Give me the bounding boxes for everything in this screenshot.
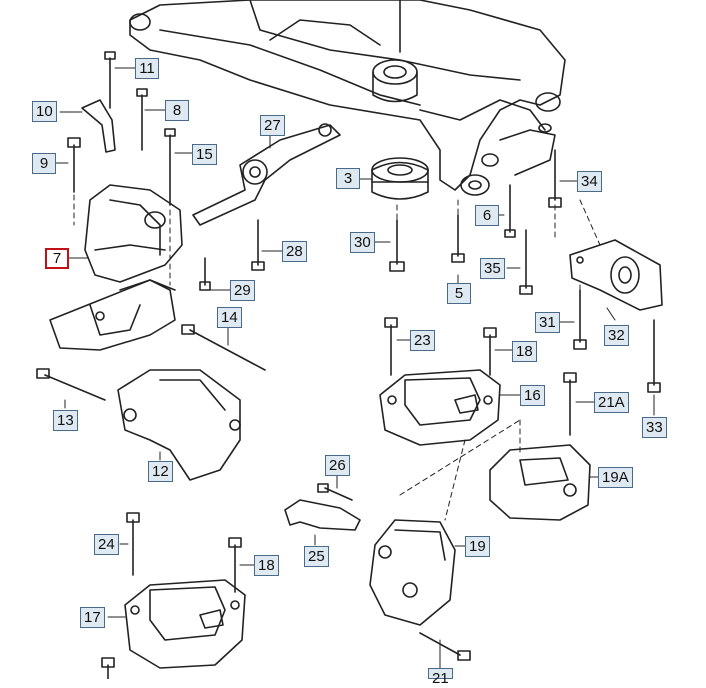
callout-23[interactable]: 23	[410, 330, 435, 351]
callout-12[interactable]: 12	[148, 461, 173, 482]
callout-5[interactable]: 5	[447, 283, 471, 304]
mount-16	[379, 369, 501, 446]
body-rail	[49, 279, 176, 351]
bracket-10	[81, 99, 116, 153]
callout-29[interactable]: 29	[230, 280, 255, 301]
callout-16[interactable]: 16	[520, 385, 545, 406]
callout-10[interactable]: 10	[32, 101, 57, 122]
callout-30[interactable]: 30	[350, 232, 375, 253]
callout-18b[interactable]: 18	[254, 555, 279, 576]
mount-7	[84, 184, 183, 283]
callout-9[interactable]: 9	[32, 153, 56, 174]
mount-32	[569, 239, 663, 311]
callout-7[interactable]: 7	[45, 248, 69, 269]
callout-3[interactable]: 3	[336, 168, 360, 189]
callout-17[interactable]: 17	[80, 607, 105, 628]
mount-17	[124, 579, 246, 669]
callout-13[interactable]: 13	[53, 410, 78, 431]
callout-33[interactable]: 33	[642, 417, 667, 438]
mount-3	[371, 157, 429, 200]
callout-35[interactable]: 35	[480, 258, 505, 279]
callout-11[interactable]: 11	[135, 58, 159, 79]
callout-21a[interactable]: 21A	[594, 392, 629, 413]
callout-19a[interactable]: 19A	[598, 467, 633, 488]
leader-lines	[47, 67, 655, 671]
callout-21[interactable]: 21	[428, 668, 453, 687]
callout-31[interactable]: 31	[535, 312, 560, 333]
callout-28[interactable]: 28	[282, 241, 307, 262]
callout-14[interactable]: 14	[217, 307, 242, 328]
callout-27[interactable]: 27	[260, 115, 285, 136]
callout-15[interactable]: 15	[192, 144, 217, 165]
bolts	[36, 51, 661, 679]
callout-26[interactable]: 26	[325, 455, 350, 476]
mount-19a	[489, 444, 591, 521]
callout-24[interactable]: 24	[94, 534, 119, 555]
callout-32[interactable]: 32	[604, 325, 629, 346]
subframe	[129, 0, 566, 196]
callout-25[interactable]: 25	[304, 546, 329, 567]
callout-18a[interactable]: 18	[512, 341, 537, 362]
torque-arm-27	[192, 123, 341, 226]
callout-19[interactable]: 19	[465, 536, 490, 557]
support-19	[369, 519, 456, 626]
alignment-lines	[73, 194, 601, 521]
support-12	[117, 369, 241, 481]
callout-6[interactable]: 6	[475, 205, 499, 226]
bracket-25	[284, 499, 361, 531]
callout-8[interactable]: 8	[165, 100, 189, 121]
callout-34[interactable]: 34	[577, 171, 602, 192]
